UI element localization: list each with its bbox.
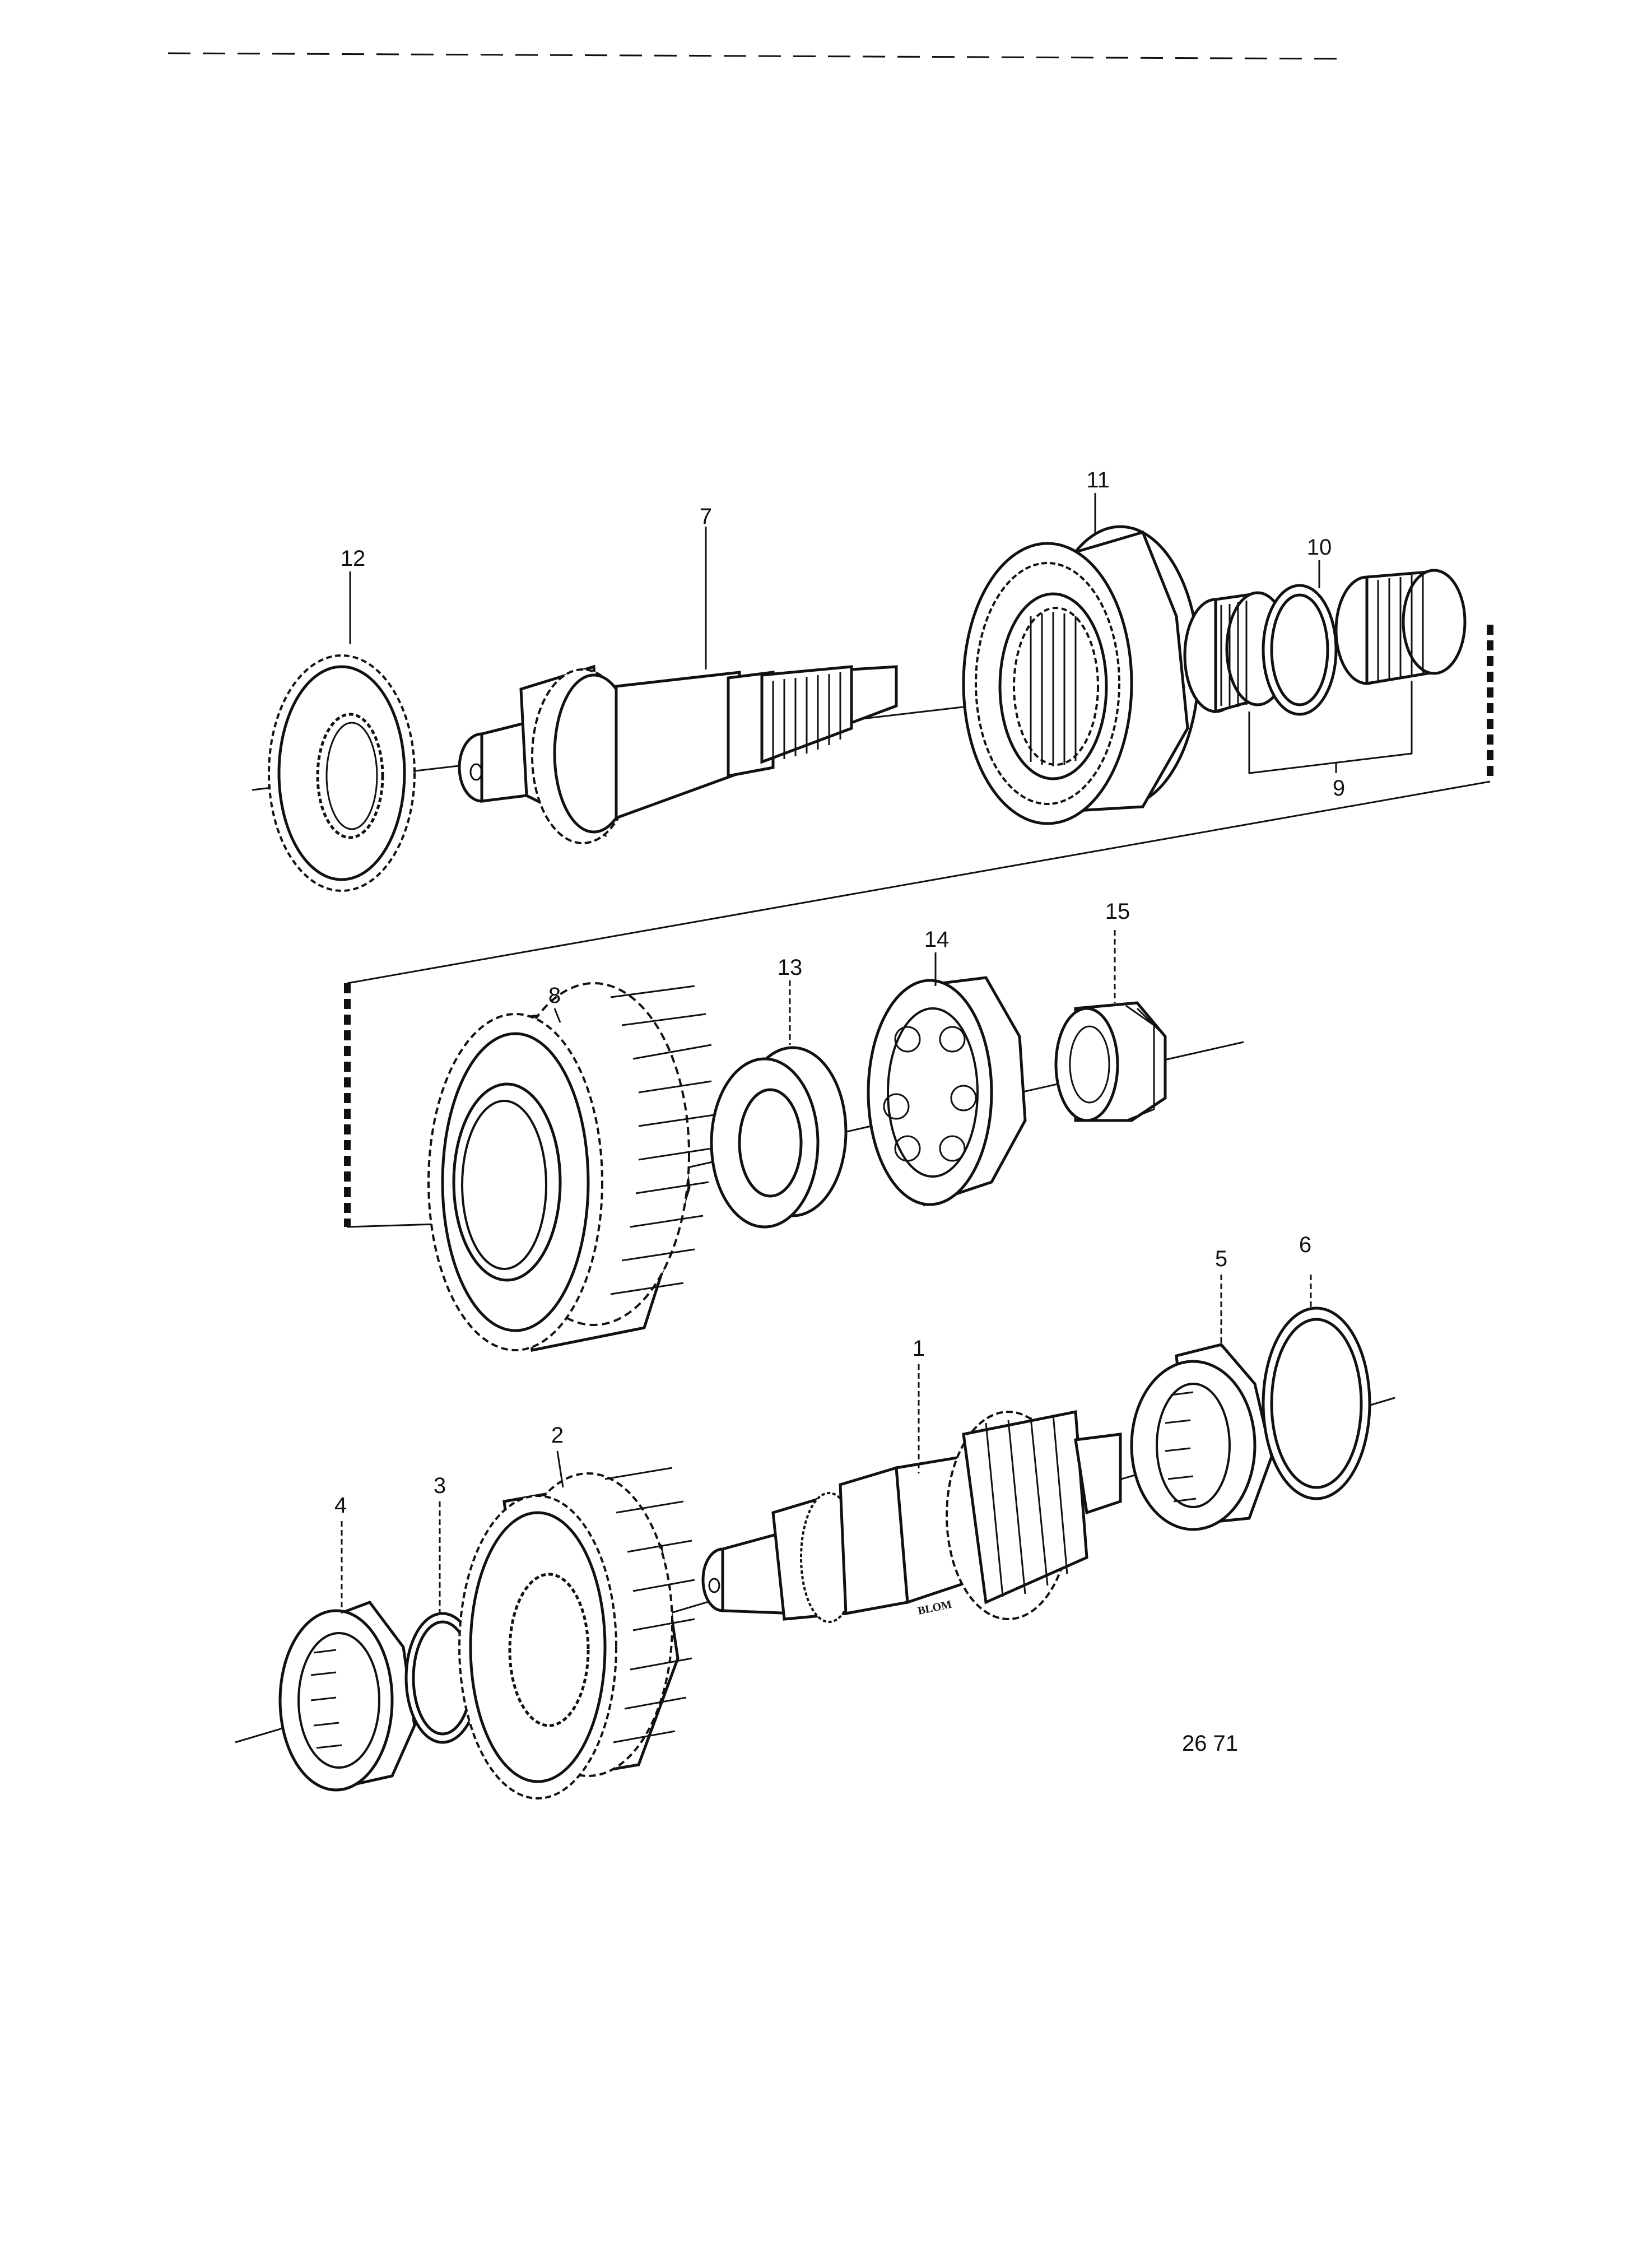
label-10: 10 <box>1307 535 1332 560</box>
nut-15 <box>1054 1001 1167 1122</box>
label-8: 8 <box>548 983 561 1008</box>
label-5: 5 <box>1215 1247 1227 1271</box>
label-1: 1 <box>913 1336 925 1361</box>
leader-2 <box>556 1450 564 1488</box>
roller-bearing-5 <box>1130 1343 1273 1531</box>
ring-gear-12 <box>268 654 416 892</box>
drawing-reference: 26 71 <box>1182 1731 1238 1756</box>
label-15: 15 <box>1105 899 1130 924</box>
ball-bearing-14 <box>867 976 1027 1207</box>
label-2: 2 <box>551 1423 564 1448</box>
main-shaft-1 <box>701 1410 1122 1623</box>
label-14: 14 <box>924 927 950 952</box>
shaft-7 <box>458 664 898 844</box>
helical-gear-2 <box>458 1467 695 1799</box>
spacer-ring-13 <box>710 1046 848 1229</box>
label-4: 4 <box>334 1493 347 1518</box>
shaft-marking-blom: BLOM <box>916 1598 952 1617</box>
label-3: 3 <box>434 1473 446 1498</box>
label-13: 13 <box>778 955 803 980</box>
label-7: 7 <box>700 504 712 529</box>
needle-bearing-9b <box>1334 569 1467 685</box>
synchronizer-11 <box>962 525 1200 825</box>
ring-6 <box>1262 1306 1371 1500</box>
label-9: 9 <box>1333 776 1345 801</box>
bracket-9 <box>1248 681 1413 774</box>
label-6: 6 <box>1299 1233 1311 1257</box>
leader-8 <box>553 1008 561 1023</box>
link-line-diagonal <box>347 780 1491 984</box>
helical-gear-8 <box>427 982 715 1352</box>
label-11: 11 <box>1086 468 1110 492</box>
scan-top-dashed-line <box>167 52 1345 60</box>
link-line-bottom <box>347 1223 438 1228</box>
ring-10 <box>1262 584 1338 716</box>
roller-bearing-4 <box>278 1601 416 1792</box>
label-12: 12 <box>341 546 366 571</box>
